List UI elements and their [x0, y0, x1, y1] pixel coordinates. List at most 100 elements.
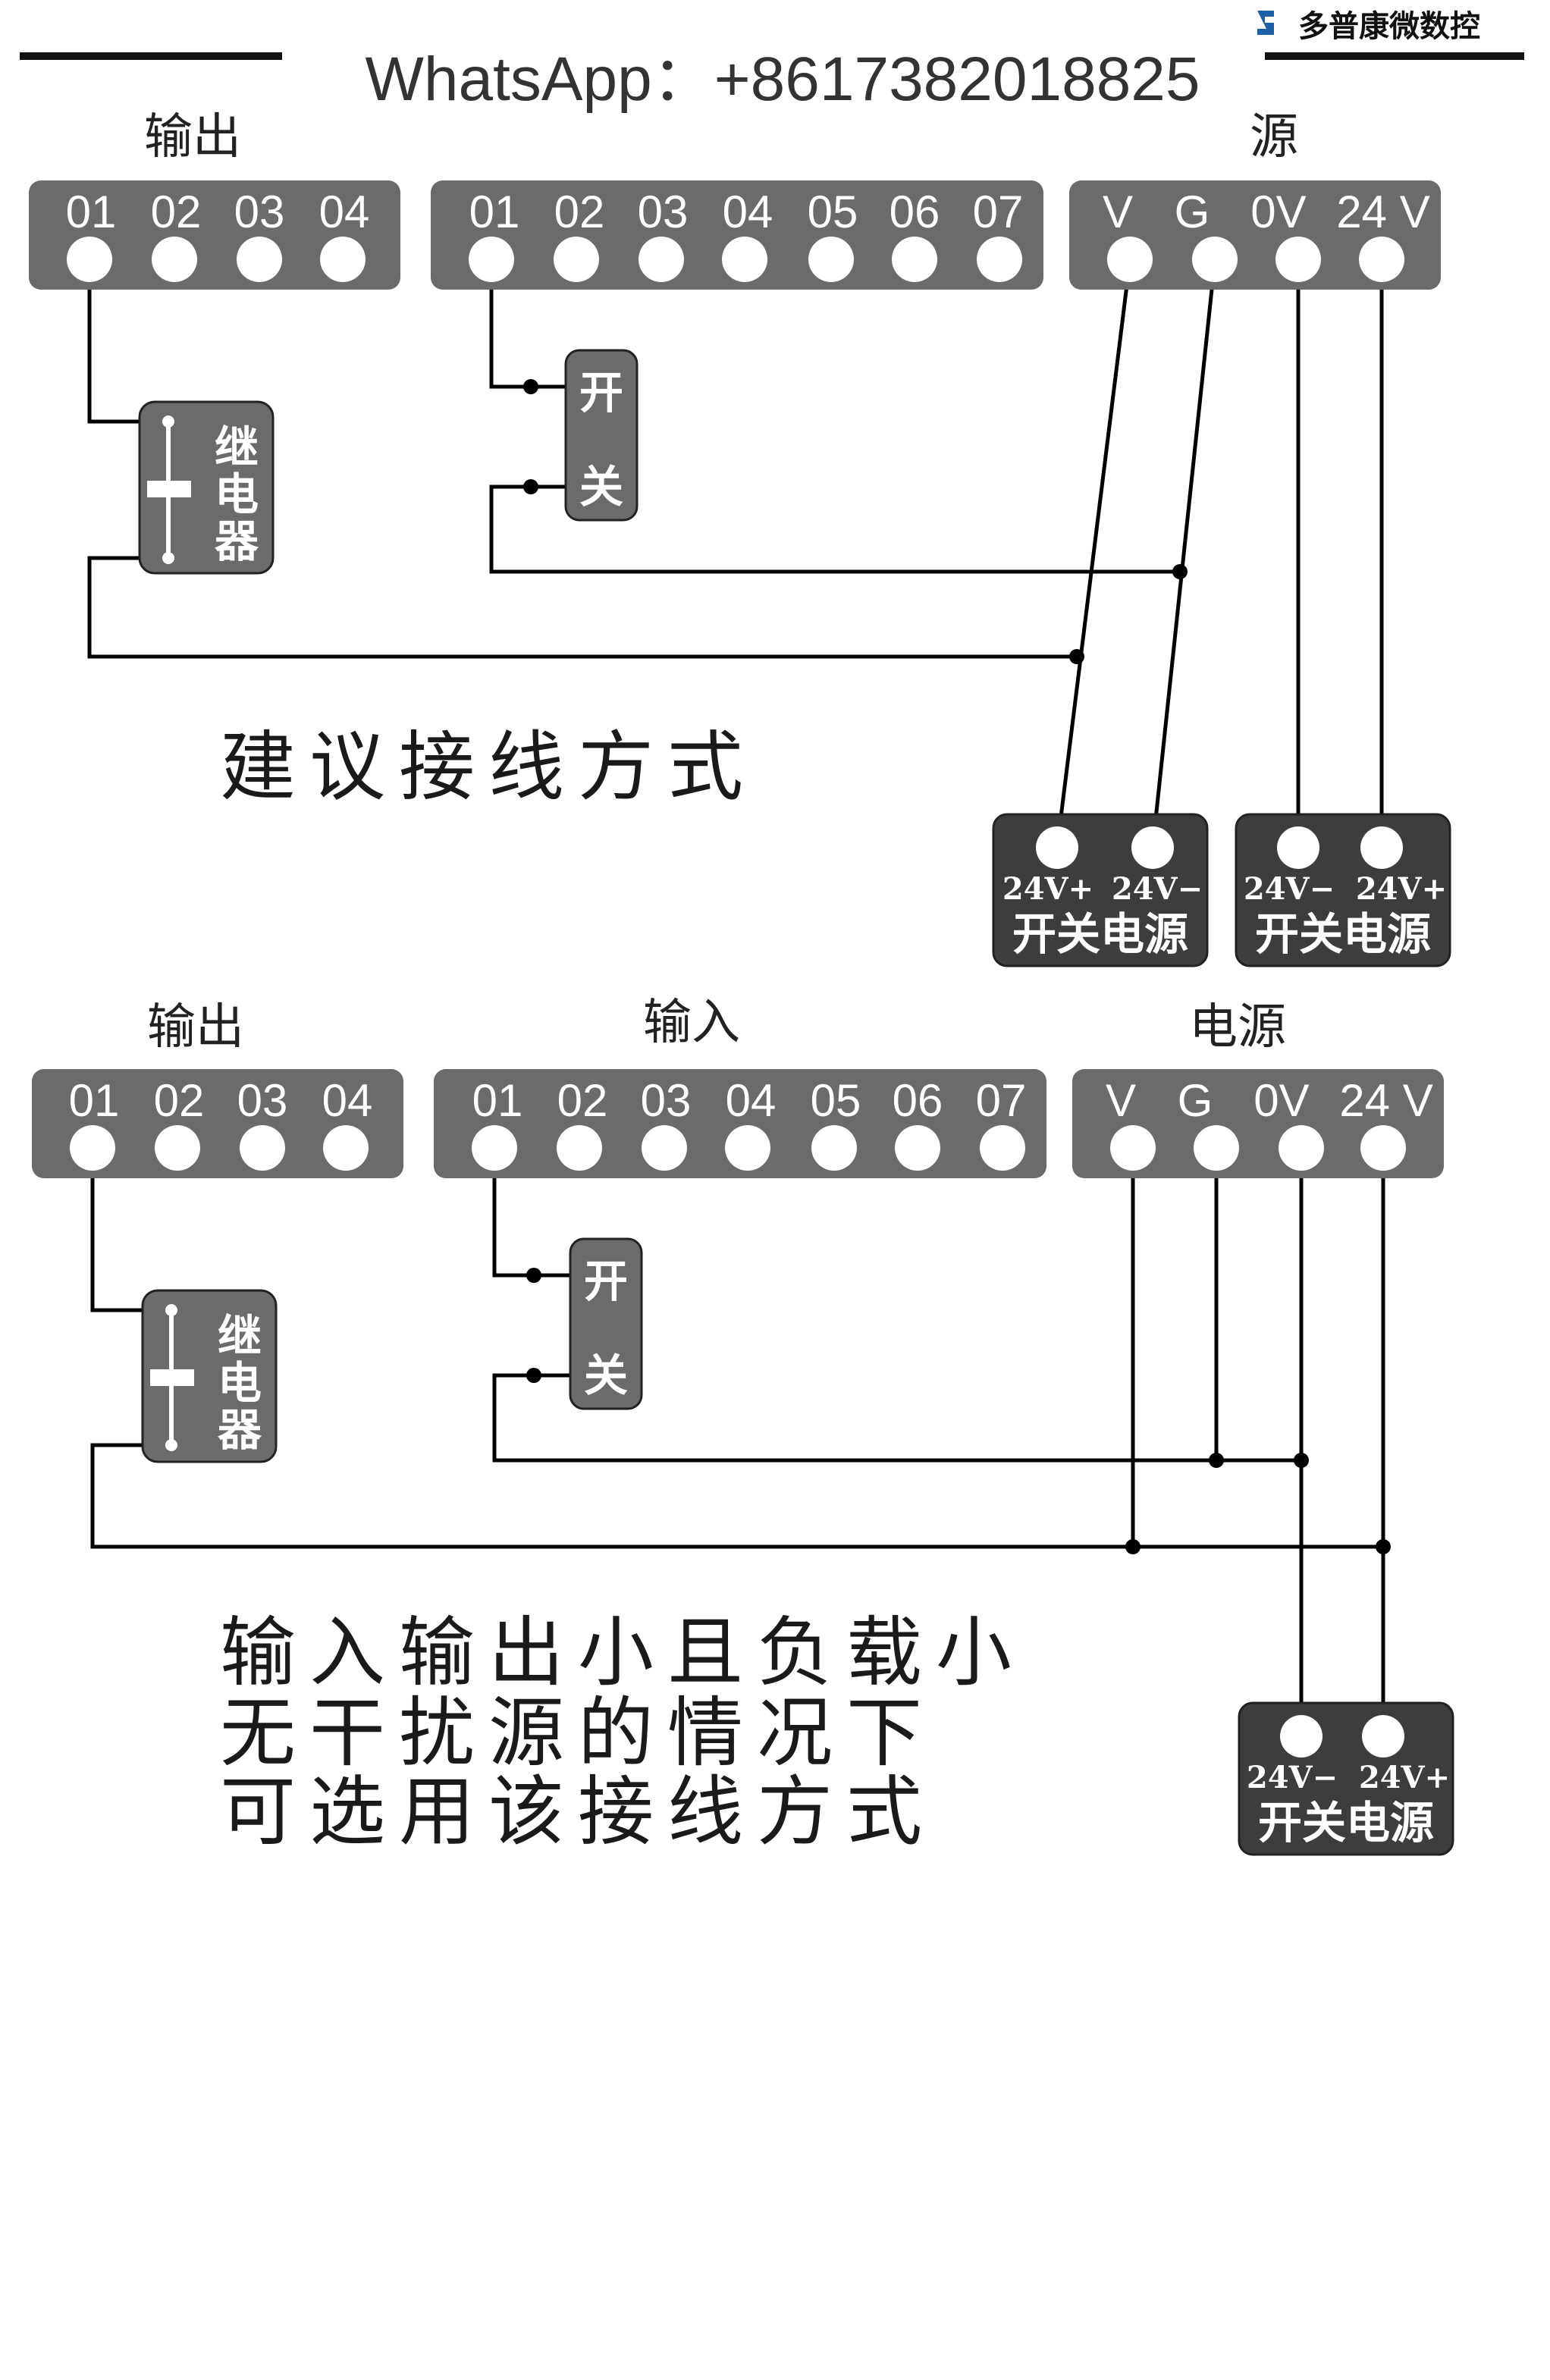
terminal-label: 02 — [554, 187, 605, 237]
junctions-1 — [523, 379, 1188, 664]
output-terminal-block: 01 02 03 04 — [32, 1069, 403, 1178]
junction-dot — [523, 479, 538, 494]
wire-relay-bottom-to-24v — [90, 1443, 1383, 1549]
terminal-label: 04 — [726, 1075, 777, 1126]
junction-dot — [1209, 1453, 1224, 1468]
relay-label: 器 — [215, 516, 259, 567]
terminal-label: 04 — [322, 1075, 373, 1126]
switch-label: 关 — [579, 461, 623, 513]
terminal-label: 01 — [469, 187, 520, 237]
terminal-screws — [70, 1125, 369, 1171]
psu-terminal-label: 24V− — [1112, 871, 1203, 907]
junction-dot — [1294, 1453, 1309, 1468]
relay-label: 继 — [218, 1310, 262, 1362]
terminal-label: 07 — [973, 187, 1024, 237]
relay-label: 继 — [215, 422, 259, 473]
junction-dot — [526, 1268, 541, 1283]
wire-in01-switch-top — [489, 261, 566, 389]
switch-label: 关 — [584, 1350, 628, 1401]
terminal-label: 01 — [69, 1075, 120, 1126]
wire-in01-switch-top — [492, 1149, 570, 1278]
psu-name: 开关电源 — [1258, 1797, 1434, 1848]
wire-out01-relay-top — [87, 261, 140, 424]
psu-terminal-label: 24V+ — [1002, 871, 1093, 907]
terminal-screws — [469, 237, 1022, 282]
junction-dot — [523, 379, 538, 394]
wire-relay-bottom-to-v — [87, 556, 1077, 659]
psu-name: 开关电源 — [1255, 908, 1431, 960]
psu-terminal-label: 24V+ — [1356, 871, 1447, 907]
junction-dot — [1069, 649, 1084, 664]
psu-name: 开关电源 — [1012, 908, 1188, 960]
terminal-label: 03 — [234, 187, 285, 237]
terminal-label: 24 V — [1339, 1075, 1432, 1126]
input-terminal-block: 01 02 03 04 05 06 07 — [434, 1069, 1046, 1178]
terminal-label: V — [1103, 187, 1133, 237]
junction-dot — [526, 1368, 541, 1383]
psu-terminal-label: 24V− — [1247, 1760, 1338, 1795]
terminal-screws — [1107, 237, 1404, 282]
psu-terminal-label: 24V− — [1244, 871, 1335, 907]
junction-dot — [1376, 1539, 1391, 1554]
diagram-alternative: 输出 输入 电源 01 02 03 04 01 02 03 04 05 06 0… — [32, 995, 1454, 1856]
junction-dot — [1125, 1539, 1141, 1554]
psu-b: 24V− 24V+ 开关电源 — [1235, 813, 1451, 967]
output-label: 输出 — [144, 109, 241, 165]
terminal-screws — [1110, 1125, 1406, 1171]
terminal-label: 05 — [808, 187, 858, 237]
terminal-label: 0V — [1250, 187, 1306, 237]
terminal-label: 03 — [237, 1075, 288, 1126]
terminal-label: 06 — [890, 187, 940, 237]
header: 多普康微数控 WhatsApp：+8617382018825 — [20, 9, 1524, 114]
terminal-screws — [67, 237, 366, 282]
switch-label: 开 — [584, 1256, 628, 1307]
junction-dot — [1172, 564, 1188, 579]
power-label: 电源 — [1189, 999, 1286, 1055]
terminal-label: 0V — [1253, 1075, 1309, 1126]
output-label: 输出 — [147, 999, 244, 1055]
relay: 继 电 器 — [141, 1289, 278, 1463]
terminal-label: 05 — [811, 1075, 861, 1126]
terminal-label: V — [1106, 1075, 1136, 1126]
brand-name: 多普康微数控 — [1298, 9, 1480, 44]
terminal-label: 04 — [319, 187, 370, 237]
terminal-label: 03 — [641, 1075, 692, 1126]
relay-label: 电 — [215, 469, 259, 520]
terminal-label: 02 — [154, 1075, 205, 1126]
terminal-label: 02 — [151, 187, 202, 237]
terminal-label: G — [1178, 1075, 1213, 1126]
power-label: 源 — [1250, 109, 1298, 165]
relay: 继 电 器 — [138, 400, 275, 575]
diagram-recommended: 输出 源 01 02 03 04 01 02 03 04 05 06 07 — [29, 109, 1451, 967]
psu: 24V− 24V+ 开关电源 — [1238, 1701, 1454, 1856]
terminal-label: 04 — [723, 187, 773, 237]
switch: 开 关 — [564, 349, 639, 522]
terminal-label: 02 — [557, 1075, 608, 1126]
note-recommended: 建议接线方式 — [220, 723, 757, 811]
brand-logo-icon — [1257, 11, 1274, 35]
terminal-label: 03 — [638, 187, 689, 237]
wire-out01-relay-top — [90, 1149, 143, 1312]
wires-2 — [90, 1149, 1385, 1736]
terminal-label: 01 — [472, 1075, 523, 1126]
relay-label: 电 — [218, 1357, 262, 1409]
watermark-text: WhatsApp：+8617382018825 — [365, 45, 1200, 114]
terminal-label: 01 — [66, 187, 117, 237]
note-line: 可选用该接线方式 — [220, 1767, 936, 1856]
psu-terminal-label: 24V+ — [1359, 1760, 1450, 1795]
terminal-label: 06 — [893, 1075, 943, 1126]
power-terminal-block: V G 0V 24 V — [1069, 180, 1441, 290]
input-terminal-block: 01 02 03 04 05 06 07 — [431, 180, 1043, 290]
terminal-label: 07 — [976, 1075, 1027, 1126]
switch-label: 开 — [579, 367, 623, 419]
psu-a: 24V+ 24V− 开关电源 — [992, 813, 1209, 967]
relay-label: 器 — [218, 1404, 262, 1456]
power-terminal-block: V G 0V 24 V — [1072, 1069, 1444, 1178]
output-terminal-block: 01 02 03 04 — [29, 180, 400, 290]
input-label: 输入 — [643, 995, 740, 1051]
junctions-2 — [526, 1268, 1391, 1554]
note-line: 无干扰源的情况下 — [220, 1689, 936, 1777]
terminal-screws — [472, 1125, 1025, 1171]
switch: 开 关 — [569, 1237, 643, 1410]
